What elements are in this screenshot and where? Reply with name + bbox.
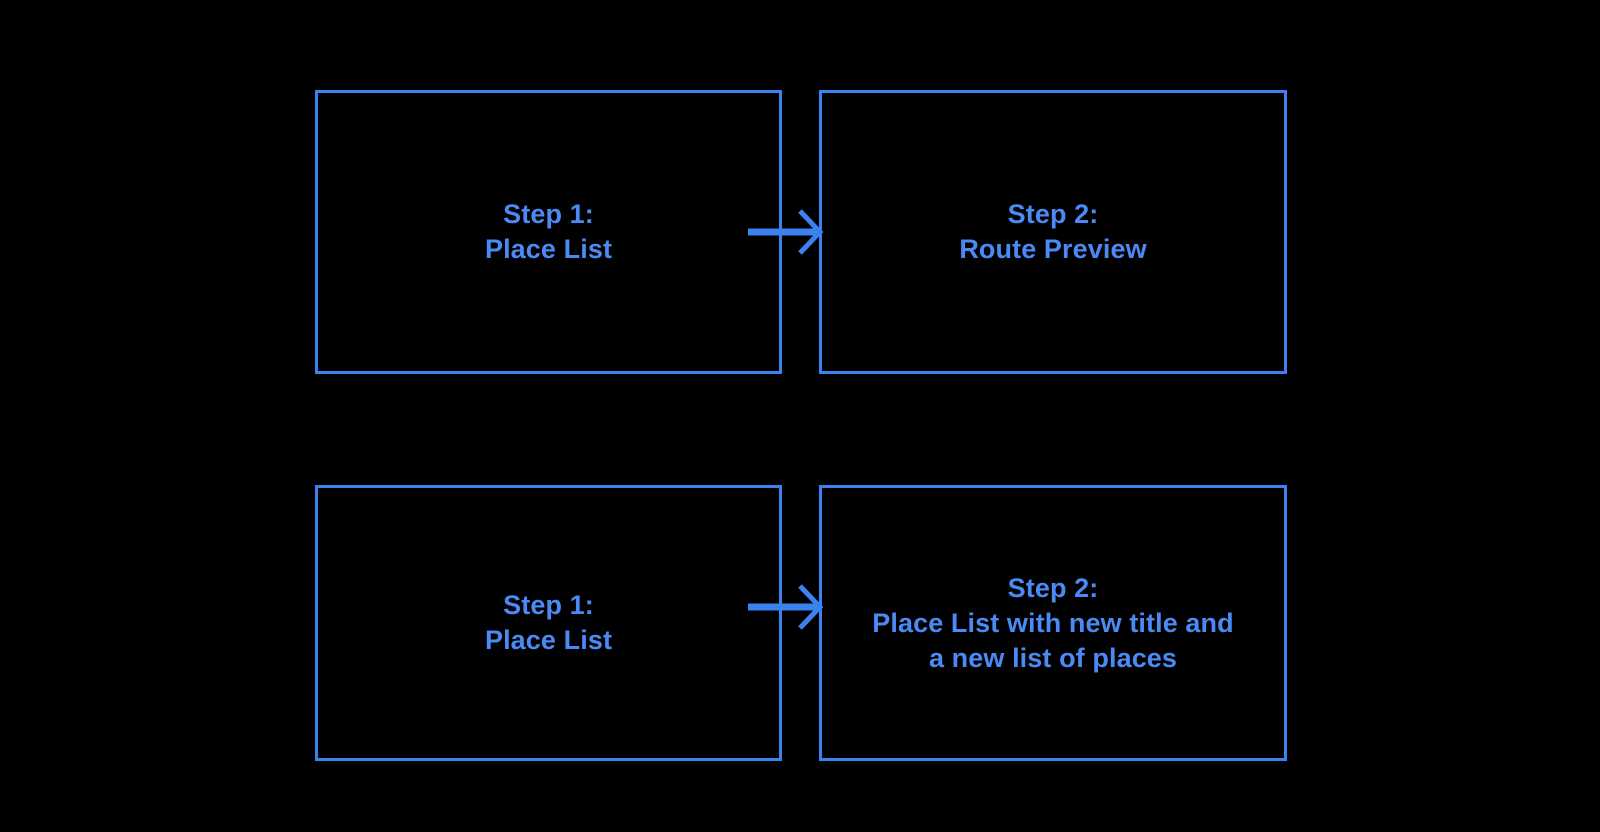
step-box-row2-step1[interactable]: Step 1: Place List (315, 485, 782, 761)
step-box-row1-step1[interactable]: Step 1: Place List (315, 90, 782, 374)
step-box-row2-step2[interactable]: Step 2: Place List with new title and a … (819, 485, 1287, 761)
step-box-row1-step2[interactable]: Step 2: Route Preview (819, 90, 1287, 374)
step-box-label: Step 1: Place List (484, 199, 613, 264)
flow-row-route-preview: Step 1: Place List Step 2: Route Preview (0, 90, 1600, 374)
flow-row-place-list-update: Step 1: Place List Step 2: Place List wi… (0, 485, 1600, 761)
step-box-label: Step 2: Place List with new title and a … (872, 572, 1234, 673)
step-box-label: Step 2: Route Preview (959, 199, 1147, 264)
step-box-label: Step 1: Place List (484, 590, 613, 655)
